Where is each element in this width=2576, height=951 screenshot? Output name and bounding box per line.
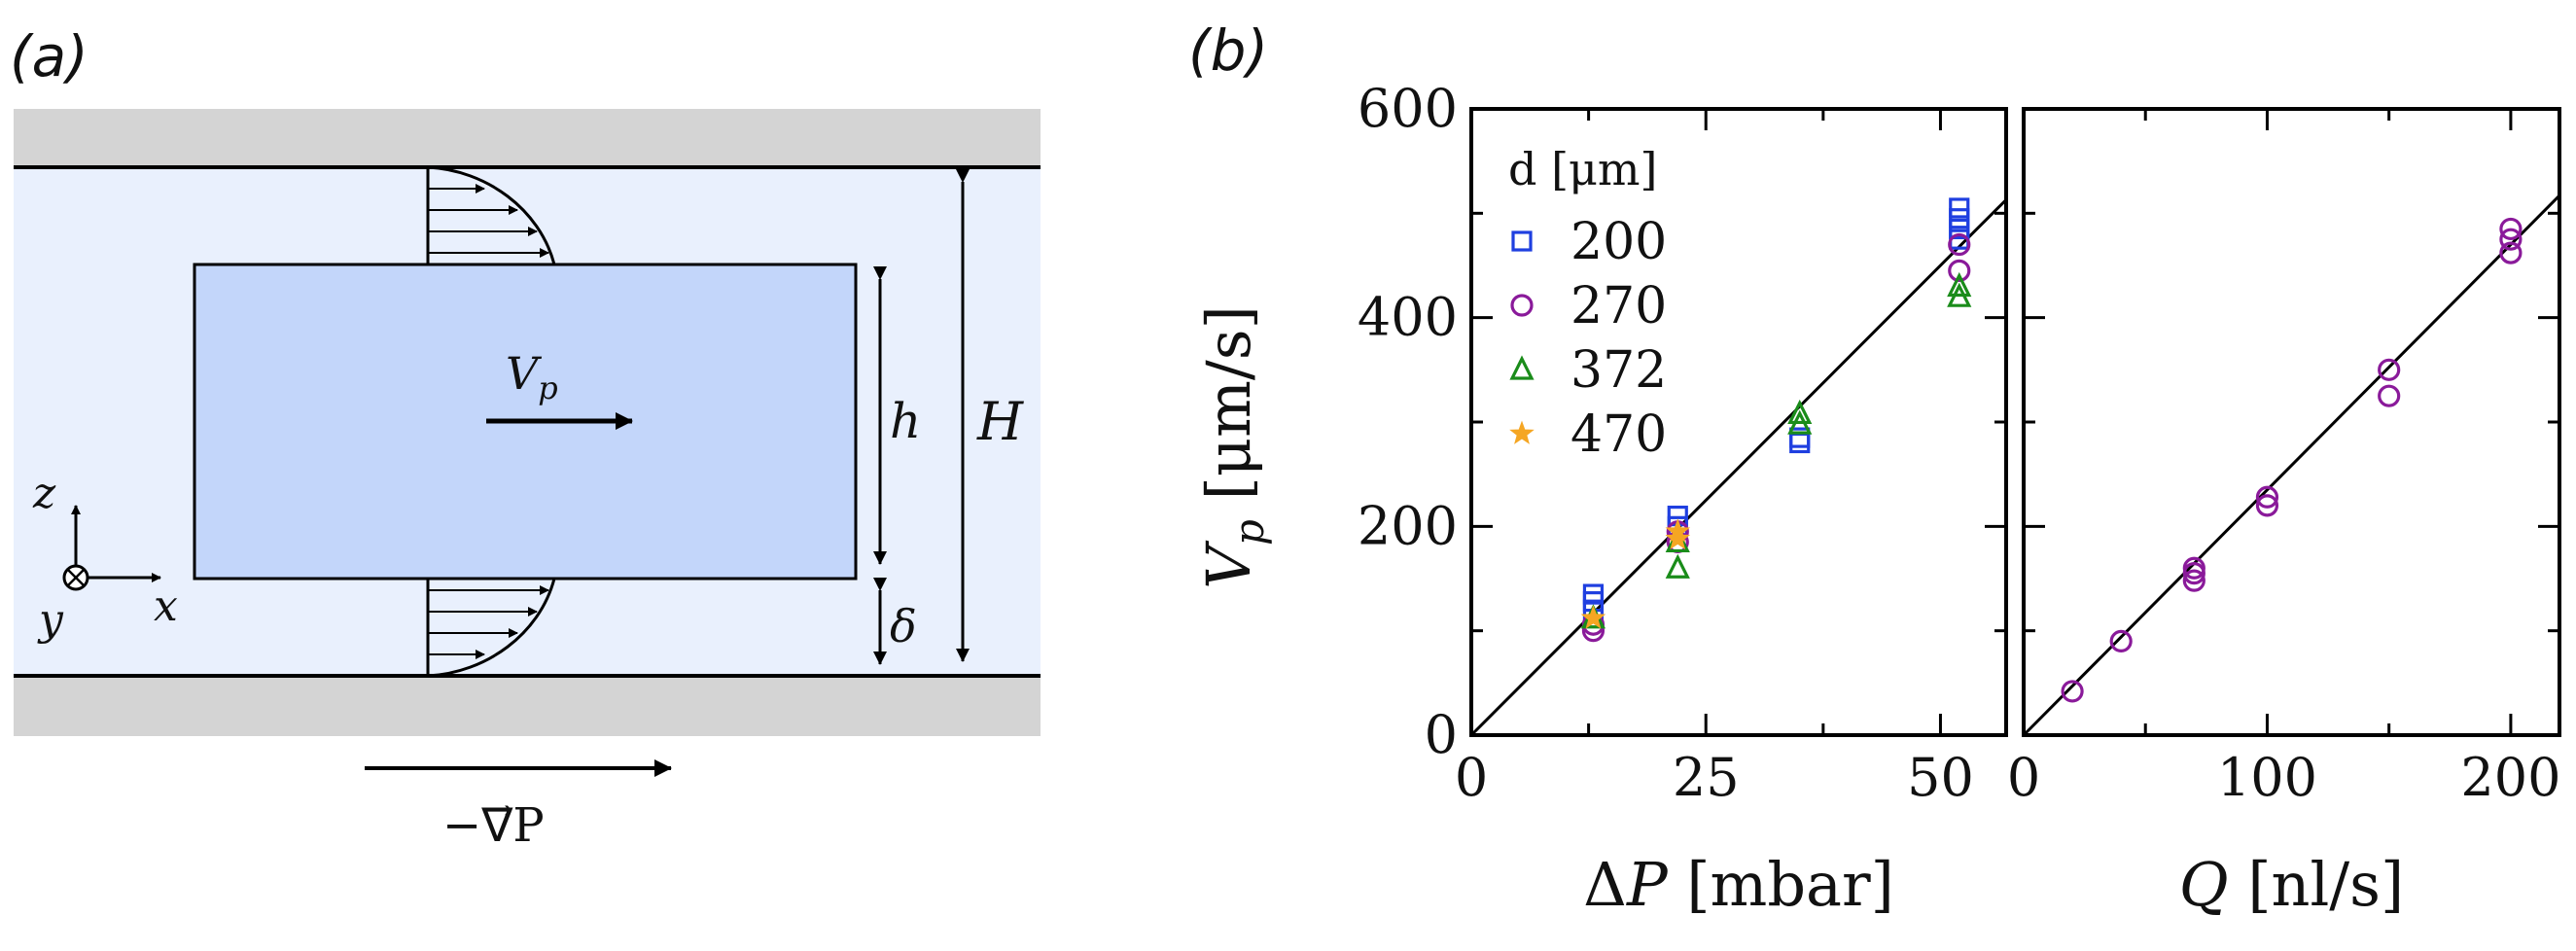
data-point-right-270-3 (2182, 562, 2205, 585)
delta-label: δ (890, 600, 917, 652)
data-point-left-470-0 (1580, 605, 1606, 629)
legend-label-270: 270 (1570, 277, 1667, 335)
coordinate-axes: z x y (32, 469, 178, 645)
data-point-right-270-0 (2061, 680, 2084, 703)
data-point-legend-270-legend (1510, 294, 1534, 317)
velocity-label: V (506, 347, 543, 400)
velocity-sub: p (538, 370, 557, 406)
data-point-right-270-9 (2499, 217, 2523, 241)
y-tick-label-400: 400 (1358, 287, 1458, 348)
y-tick-label-0: 0 (1425, 704, 1458, 765)
svg-text:Vp: Vp (506, 347, 558, 406)
fit-line-right (2022, 194, 2561, 737)
plot-frame-right (2022, 107, 2561, 737)
panel-a-label: (a) (10, 23, 88, 89)
data-point-left-372-1 (1665, 553, 1690, 579)
plot-frame-left (1469, 107, 2008, 737)
fit-line-left (1469, 198, 2008, 737)
axis-x-label: x (154, 581, 178, 631)
data-point-left-270-5 (1948, 259, 1971, 282)
data-point-right-270-10 (2499, 228, 2523, 251)
data-point-left-200-9 (1949, 218, 1970, 240)
top-wall (14, 109, 1041, 167)
panel-b-label: (b) (1188, 18, 1268, 84)
particle-velocity: Vp (486, 347, 633, 430)
axis-y-label: y (37, 595, 64, 645)
x-tick-label-right-100: 100 (2217, 747, 2317, 808)
data-point-left-372-3 (1787, 399, 1813, 425)
y-axis-label: Vp [μm/s] (1193, 305, 1273, 589)
x-tick-label-right-0: 0 (2007, 747, 2040, 808)
data-point-legend-372-legend (1509, 355, 1535, 380)
top-velocity-profile (426, 165, 556, 265)
pressure-gradient-label: −∇⃗P (442, 798, 545, 853)
y-axis-label-main: V (1193, 540, 1264, 589)
legend-label-200: 200 (1570, 213, 1667, 271)
x-tick-label-left-0: 0 (1455, 747, 1488, 808)
axis-z-label: z (32, 469, 56, 518)
data-point-left-372-6 (1947, 282, 1972, 307)
data-point-left-372-5 (1947, 271, 1972, 298)
data-point-right-270-8 (2378, 384, 2401, 407)
x-tick-label-left-25: 25 (1673, 747, 1740, 808)
bottom-velocity-profile (426, 578, 556, 678)
data-point-left-470-2 (1665, 525, 1691, 550)
data-point-right-270-1 (2109, 629, 2133, 653)
x-axis-label-left: ΔP [mbar] (1583, 849, 1894, 920)
chart-flowrate: 0 100 200 Q [nl/s] (2007, 107, 2561, 920)
H-label: H (976, 391, 1024, 452)
x-axis-label-right: Q [nl/s] (2179, 849, 2404, 920)
data-point-left-200-7 (1949, 197, 1970, 219)
legend-label-372: 372 (1570, 341, 1667, 400)
data-point-right-270-6 (2255, 494, 2279, 517)
y-tick-label-200: 200 (1358, 495, 1458, 556)
data-point-left-200-6 (1789, 427, 1811, 448)
legend-title: d [μm] (1508, 143, 1657, 195)
data-point-left-270-4 (1948, 232, 1971, 257)
data-point-right-270-7 (2378, 358, 2401, 381)
y-tick-label-600: 600 (1358, 78, 1458, 139)
data-point-left-200-8 (1949, 208, 1970, 229)
x-tick-label-left-50: 50 (1907, 747, 1974, 808)
data-point-legend-200-legend (1511, 230, 1533, 252)
data-point-right-270-4 (2182, 569, 2205, 592)
panel-a: (a) Vp (10, 23, 1041, 853)
chart-pressure: 0 25 50 0 200 400 600 ΔP [mbar] d [μm] 200 270 3724… (1358, 78, 2008, 920)
panel-b: (b) Vp [μm/s] 0 25 50 0 200 400 600 ΔP [mbar] d … (1188, 18, 2561, 920)
bottom-wall (14, 676, 1041, 736)
h-label: h (890, 393, 921, 449)
data-point-left-372-4 (1787, 409, 1813, 435)
data-point-right-270-5 (2255, 485, 2279, 509)
x-tick-label-right-200: 200 (2460, 747, 2560, 808)
legend-label-470: 470 (1570, 405, 1667, 464)
y-axis-label-units: [μm/s] (1193, 305, 1264, 519)
data-point-left-200-5 (1789, 432, 1811, 454)
data-point-legend-470-legend (1509, 420, 1535, 444)
y-axis-label-sub: p (1225, 519, 1273, 546)
data-point-right-270-11 (2499, 241, 2523, 264)
